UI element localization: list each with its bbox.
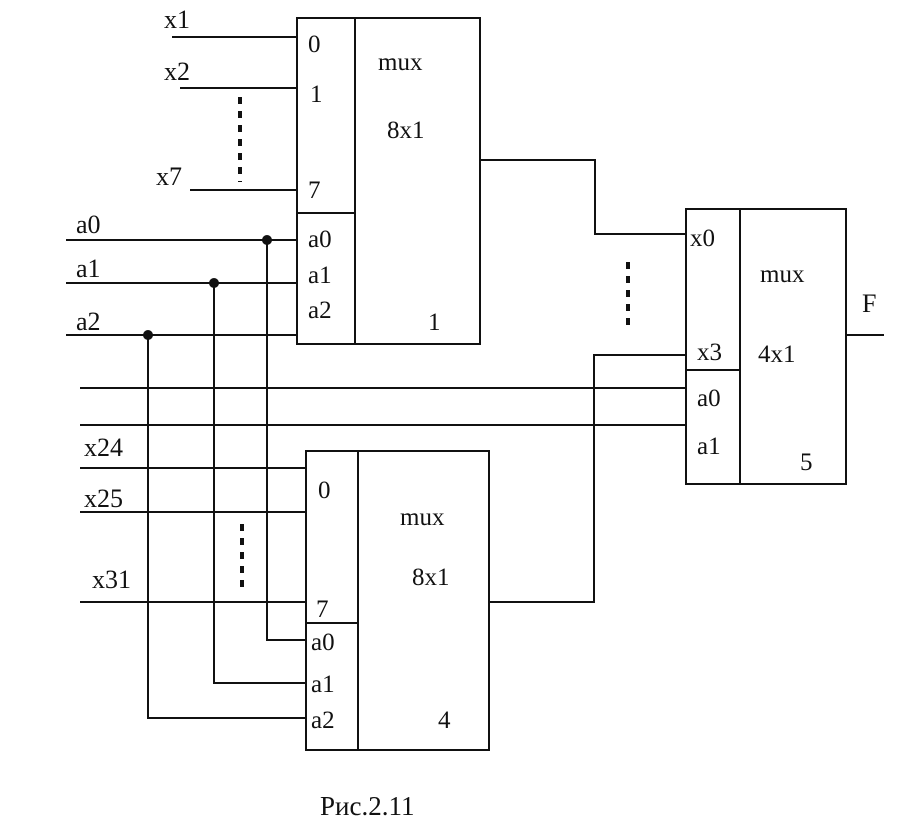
figure-caption: Рис.2.11 xyxy=(320,791,414,821)
mux-1-outline xyxy=(296,17,481,345)
output-label-f: F xyxy=(862,289,876,318)
mux-5: mux 4x1 5 x0 x3 a0 a1 F xyxy=(685,208,884,485)
mux-5-number: 5 xyxy=(800,449,813,476)
mux-4-outline xyxy=(305,450,490,751)
mux-1-number: 1 xyxy=(428,309,441,336)
select-label-a1: a1 xyxy=(76,254,101,283)
input-label-x1: x1 xyxy=(164,5,190,34)
mux-4-number: 4 xyxy=(438,707,451,734)
select-lines: a0 a1 a2 xyxy=(66,210,306,719)
mux-4-pin-7: 7 xyxy=(316,596,329,623)
mux-4-inputs: x24 x25 x31 xyxy=(80,433,306,603)
mux-1-pin-a0: a0 xyxy=(308,226,332,253)
mux-5-outline xyxy=(685,208,847,485)
mux-5-pin-a0: a0 xyxy=(697,385,721,412)
mux-5-title: mux xyxy=(760,261,805,288)
inter-mux-wires xyxy=(480,159,686,603)
mux-1-pin-a1: a1 xyxy=(308,262,332,289)
select-label-a0: a0 xyxy=(76,210,101,239)
mux-1-pin-0: 0 xyxy=(308,31,321,58)
mux-5-pin-a1: a1 xyxy=(697,433,721,460)
mux-4-size: 8x1 xyxy=(412,564,450,591)
input-label-x2: x2 xyxy=(164,57,190,86)
mux-4-title: mux xyxy=(400,504,445,531)
mux-5-size: 4x1 xyxy=(758,341,796,368)
input-label-x24: x24 xyxy=(84,433,123,462)
input-label-x7: x7 xyxy=(156,162,182,191)
wire-a1-branch xyxy=(213,283,306,684)
mux-4-pin-a1: a1 xyxy=(311,671,335,698)
mux-1-size: 8x1 xyxy=(387,117,425,144)
mux-1: mux 8x1 1 0 1 7 a0 a1 a2 xyxy=(296,17,481,345)
mux-1-inputs: x1 x2 x7 xyxy=(156,5,297,191)
junction-a1 xyxy=(209,278,219,288)
wire-mux1-to-mux5 xyxy=(480,159,686,235)
select-label-a2: a2 xyxy=(76,307,101,336)
mux-1-title: mux xyxy=(378,49,423,76)
mux-1-pin-1: 1 xyxy=(310,81,323,108)
mux-4: mux 8x1 4 0 7 a0 a1 a2 xyxy=(305,450,490,751)
mux-4-pin-0: 0 xyxy=(318,477,331,504)
mux-5-select-lines xyxy=(80,387,686,426)
input-label-x31: x31 xyxy=(92,565,131,594)
wire-a2-branch xyxy=(147,335,306,719)
junction-a0 xyxy=(262,235,272,245)
input-label-x25: x25 xyxy=(84,484,123,513)
mux-1-pin-7: 7 xyxy=(308,177,321,204)
mux-4-pin-a0: a0 xyxy=(311,629,335,656)
wire-a0-branch xyxy=(266,240,306,641)
mux-5-pin-x0: x0 xyxy=(690,225,715,252)
mux-1-pin-a2: a2 xyxy=(308,297,332,324)
mux-4-pin-a2: a2 xyxy=(311,707,335,734)
wire-mux4-to-mux5 xyxy=(489,354,686,603)
junction-a2 xyxy=(143,330,153,340)
mux-5-pin-x3: x3 xyxy=(697,339,722,366)
